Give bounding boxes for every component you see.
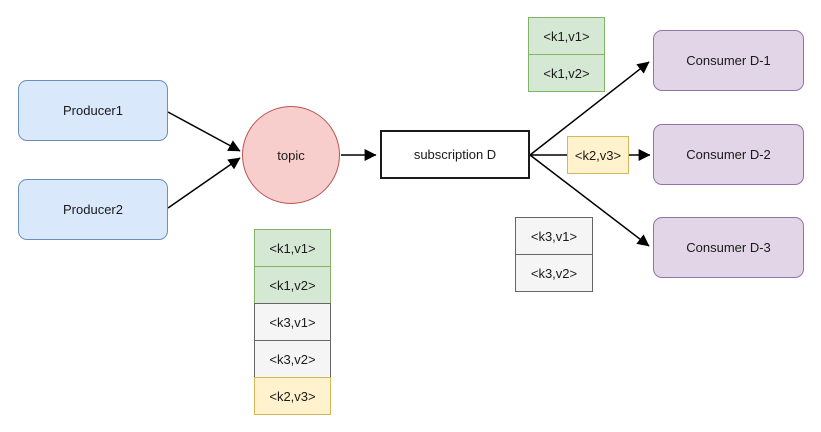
node-consumer-d2: Consumer D-2 <box>653 124 804 185</box>
message-text: <k1,v2> <box>543 65 590 81</box>
message-cell: <k2,v3> <box>567 136 629 174</box>
node-consumer-d1: Consumer D-1 <box>653 30 804 91</box>
node-producer2-label: Producer2 <box>63 202 123 217</box>
message-text: <k3,v2> <box>269 351 316 367</box>
message-text: <k3,v1> <box>269 314 316 330</box>
arrow-producer1-to-topic <box>167 111 241 152</box>
message-text: <k2,v3> <box>574 147 622 163</box>
message-cell: <k1,v2> <box>254 266 331 304</box>
message-cell: <k3,v2> <box>254 340 331 378</box>
node-producer1: Producer1 <box>18 80 168 141</box>
message-cell: <k1,v2> <box>528 54 605 92</box>
message-text: <k3,v2> <box>530 265 578 281</box>
node-consumer-d1-label: Consumer D-1 <box>686 53 771 68</box>
node-consumer-d3: Consumer D-3 <box>653 217 804 278</box>
node-consumer-d3-label: Consumer D-3 <box>686 240 771 255</box>
message-cell: <k1,v1> <box>254 229 331 267</box>
message-cell: <k2,v3> <box>254 377 331 415</box>
message-text: <k1,v1> <box>543 28 590 44</box>
message-group-k3: <k3,v1> <k3,v2> <box>515 217 593 292</box>
node-topic: topic <box>242 106 340 204</box>
message-cell: <k3,v1> <box>515 217 593 255</box>
node-producer1-label: Producer1 <box>63 103 123 118</box>
message-cell: <k3,v1> <box>254 303 331 341</box>
node-topic-label: topic <box>277 147 305 163</box>
message-text: <k3,v1> <box>530 228 578 244</box>
arrow-producer2-to-topic <box>167 157 241 209</box>
topic-message-queue: <k1,v1> <k1,v2> <k3,v1> <k3,v2> <k2,v3> <box>254 229 331 415</box>
message-cell: <k1,v1> <box>528 17 605 55</box>
node-producer2: Producer2 <box>18 179 168 240</box>
node-subscription-d-label: subscription D <box>413 147 497 162</box>
node-subscription-d: subscription D <box>380 130 530 179</box>
arrow-subscription-to-consumer3 <box>529 154 650 247</box>
message-text: <k2,v3> <box>269 388 316 404</box>
message-group-k1: <k1,v1> <k1,v2> <box>528 17 605 92</box>
node-consumer-d2-label: Consumer D-2 <box>686 147 771 162</box>
message-text: <k1,v2> <box>269 277 316 293</box>
message-group-k2: <k2,v3> <box>567 136 629 174</box>
arrow-subscription-to-consumer1 <box>529 61 650 156</box>
message-cell: <k3,v2> <box>515 254 593 292</box>
message-text: <k1,v1> <box>269 240 316 256</box>
